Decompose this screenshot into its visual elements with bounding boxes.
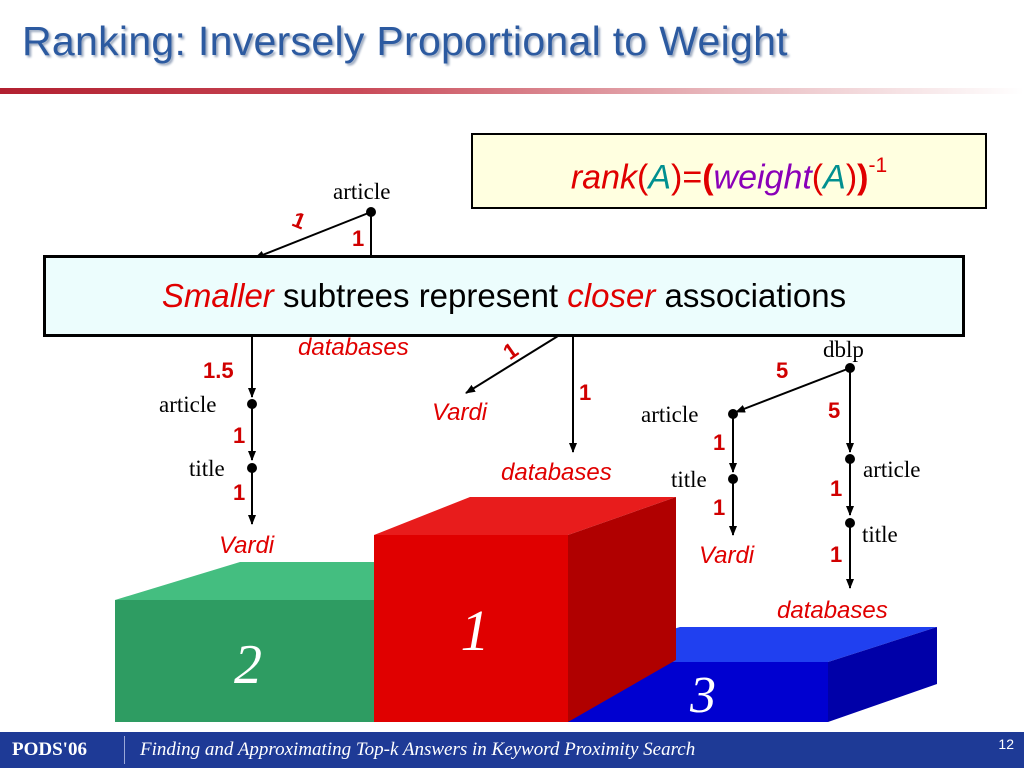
right-left-title-node [728, 474, 738, 484]
left-root-node [366, 207, 376, 217]
left-title-node [247, 463, 257, 473]
page-number: 12 [998, 736, 1014, 752]
podium-1-front [374, 535, 568, 722]
caption-box: Smaller subtrees represent closer associ… [43, 255, 965, 337]
left-edge-root-left [254, 211, 372, 259]
left-article-label: article [159, 392, 216, 417]
formula-paren-close-3: ) [845, 158, 858, 197]
left-leaf-label: Vardi [219, 532, 275, 559]
formula-rank: rank [570, 158, 637, 197]
middle-leaf-right-label: databases [501, 459, 612, 486]
podium-2-label: 2 [234, 634, 262, 696]
podium-1-top [374, 497, 676, 535]
middle-leaf-left-label: Vardi [432, 399, 488, 426]
right-right-title-node [845, 518, 855, 528]
right-weight-root-right: 5 [828, 398, 840, 423]
left-weight-title-leaf: 1 [233, 480, 245, 505]
right-root-node [845, 363, 855, 373]
left-article-node [247, 399, 257, 409]
right-right-leaf-label: databases [777, 597, 888, 624]
diagram-canvas: 2 3 1 [115, 179, 937, 724]
podium-step-1: 1 [374, 497, 676, 722]
right-right-article-label: article [863, 457, 920, 482]
right-right-title-label: title [862, 522, 898, 547]
left-right-leaf-label: databases [298, 334, 409, 361]
right-left-leaf-label: Vardi [699, 542, 755, 569]
left-root-label: article [333, 179, 390, 204]
middle-weight-right: 1 [579, 380, 591, 405]
footer-venue: PODS'06 [12, 739, 87, 760]
caption-word-closer: closer [567, 277, 656, 314]
caption-text-1: subtrees represent [273, 277, 568, 314]
right-edge-root-left [735, 367, 851, 413]
footer-title: Finding and Approximating Top-k Answers … [140, 739, 696, 760]
podium-1-label: 1 [461, 598, 490, 663]
formula-paren-close-1: ) [671, 158, 683, 197]
right-root-label: dblp [823, 337, 864, 362]
slide-footer: PODS'06 Finding and Approximating Top-k … [0, 732, 1024, 768]
caption-text-2: associations [655, 277, 847, 314]
formula-exponent: -1 [868, 154, 888, 177]
right-weight-root-left: 5 [776, 358, 788, 383]
formula-paren-close-2: ) [857, 158, 869, 197]
footer-divider [124, 736, 125, 764]
right-left-weight-article-title: 1 [713, 430, 725, 455]
podium-3-label: 3 [689, 667, 716, 724]
podium-1-side [568, 497, 676, 722]
left-weight-article-title: 1 [233, 423, 245, 448]
podium-2-top [115, 562, 416, 600]
formula-weight: weight [713, 158, 812, 197]
slide-title: Ranking: Inversely Proportional to Weigh… [22, 18, 788, 64]
formula-paren-open-2: ( [702, 158, 714, 197]
left-weight-upper: 1.5 [203, 358, 234, 383]
podium-step-2: 2 [115, 562, 416, 722]
title-underline [0, 88, 1024, 94]
formula-paren-open-3: ( [811, 158, 824, 197]
podium-2-front [115, 600, 380, 722]
right-right-weight-title-leaf: 1 [830, 542, 842, 567]
right-right-weight-article-title: 1 [830, 476, 842, 501]
left-weight-root-down: 1 [352, 226, 364, 251]
middle-edge-left [465, 335, 559, 394]
right-left-article-node [728, 409, 738, 419]
formula-A-1: A [648, 158, 671, 197]
podium: 2 3 1 [115, 497, 937, 724]
right-left-article-label: article [641, 402, 698, 427]
right-left-weight-title-leaf: 1 [713, 495, 725, 520]
formula-equals: = [682, 158, 703, 197]
podium-3-side [828, 627, 937, 722]
formula-paren-open-1: ( [636, 158, 649, 197]
caption-word-smaller: Smaller [161, 277, 274, 314]
right-right-article-node [845, 454, 855, 464]
right-left-title-label: title [671, 467, 707, 492]
left-weight-root-left: 1 [289, 207, 310, 235]
formula-A-2: A [823, 158, 846, 197]
left-title-label: title [189, 456, 225, 481]
rank-formula-box: rank(A)=(weight(A))-1 [471, 133, 987, 209]
